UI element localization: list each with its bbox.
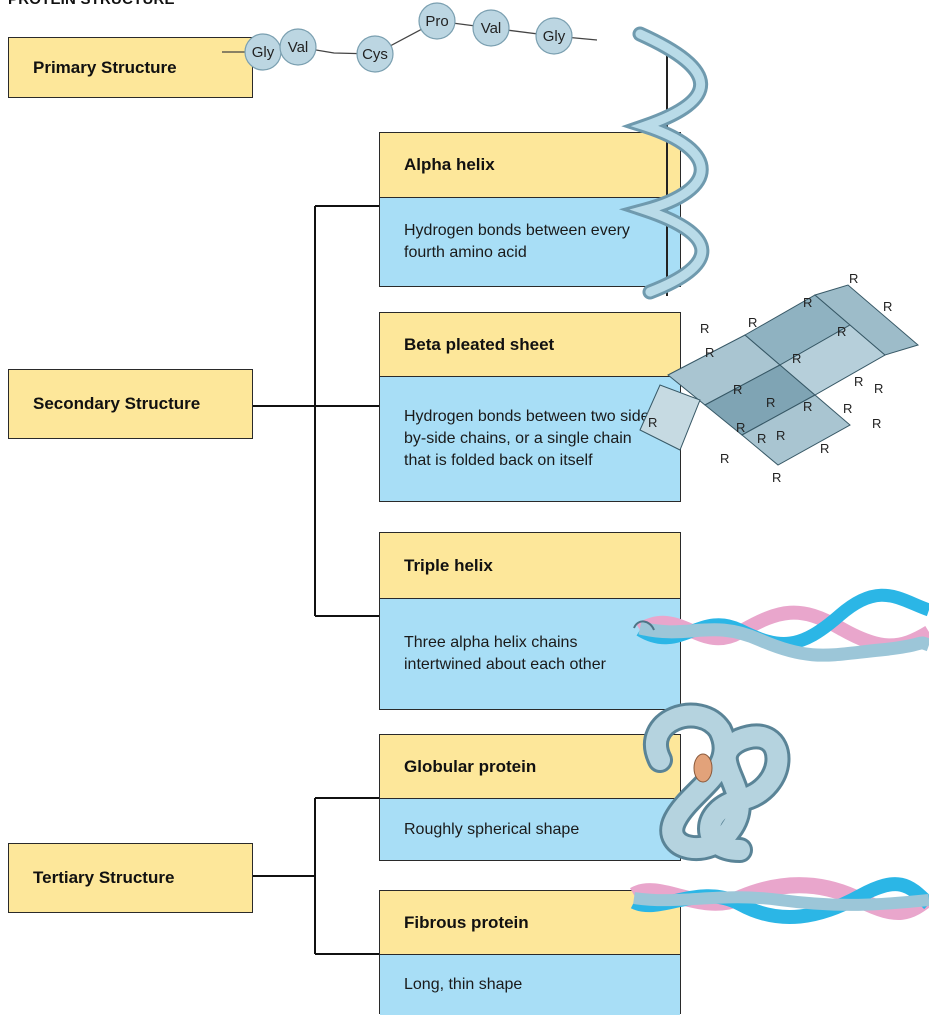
card-alpha-helix: Alpha helix Hydrogen bonds between every… [379, 132, 681, 287]
card-title: Beta pleated sheet [380, 313, 680, 377]
card-description: Roughly spherical shape [380, 799, 680, 860]
r-group-label: R [772, 470, 781, 485]
svg-text:Val: Val [288, 39, 309, 56]
r-group-label: R [792, 351, 801, 366]
r-group-label: R [854, 374, 863, 389]
r-group-label: R [720, 451, 729, 466]
r-group-label: R [748, 315, 757, 330]
primary-structure-box: Primary Structure [8, 37, 253, 98]
svg-text:Gly: Gly [543, 28, 566, 45]
r-group-label: R [874, 381, 883, 396]
figure-title: PROTEIN STRUCTURE [8, 0, 175, 8]
amino-acid-cys: Cys [356, 35, 394, 73]
card-title: Globular protein [380, 735, 680, 799]
r-group-label: R [883, 299, 892, 314]
amino-acid-val: Val [472, 9, 510, 47]
r-group-label: R [776, 428, 785, 443]
alpha-helix-drawing [618, 26, 710, 300]
card-description: Hydrogen bonds between two side-by-side … [380, 377, 680, 501]
r-group-label: R [648, 415, 657, 430]
svg-text:Cys: Cys [362, 46, 388, 63]
svg-text:Pro: Pro [425, 13, 448, 30]
amino-acid-pro: Pro [418, 2, 456, 40]
card-globular-protein: Globular protein Roughly spherical shape [379, 734, 681, 861]
r-group-label: R [843, 401, 852, 416]
card-title: Triple helix [380, 533, 680, 599]
r-group-label: R [803, 399, 812, 414]
r-group-label: R [872, 416, 881, 431]
r-group-label: R [849, 271, 858, 286]
amino-acid-gly: Gly [244, 33, 282, 71]
card-title: Alpha helix [380, 133, 680, 198]
card-beta-pleated-sheet: Beta pleated sheet Hydrogen bonds betwee… [379, 312, 681, 502]
fibrous-protein-drawing [630, 877, 929, 925]
triple-helix-drawing [633, 588, 929, 662]
r-group-label: R [757, 431, 766, 446]
card-fibrous-protein: Fibrous protein Long, thin shape [379, 890, 681, 1015]
r-group-label: R [837, 324, 846, 339]
card-description: Three alpha helix chains intertwined abo… [380, 599, 680, 709]
r-group-label: R [803, 295, 812, 310]
r-group-label: R [820, 441, 829, 456]
card-title: Fibrous protein [380, 891, 680, 955]
r-group-label: R [705, 345, 714, 360]
r-group-label: R [700, 321, 709, 336]
amino-acid-val: Val [279, 28, 317, 66]
r-group-label: R [766, 395, 775, 410]
globular-protein-drawing [643, 702, 791, 863]
amino-acid-gly: Gly [535, 17, 573, 55]
r-group-label: R [736, 420, 745, 435]
tertiary-structure-box: Tertiary Structure [8, 843, 253, 913]
card-triple-helix: Triple helix Three alpha helix chains in… [379, 532, 681, 710]
svg-text:Gly: Gly [252, 44, 275, 61]
svg-text:Val: Val [481, 20, 502, 37]
r-group-label: R [733, 382, 742, 397]
card-description: Long, thin shape [380, 955, 680, 1015]
secondary-structure-box: Secondary Structure [8, 369, 253, 439]
